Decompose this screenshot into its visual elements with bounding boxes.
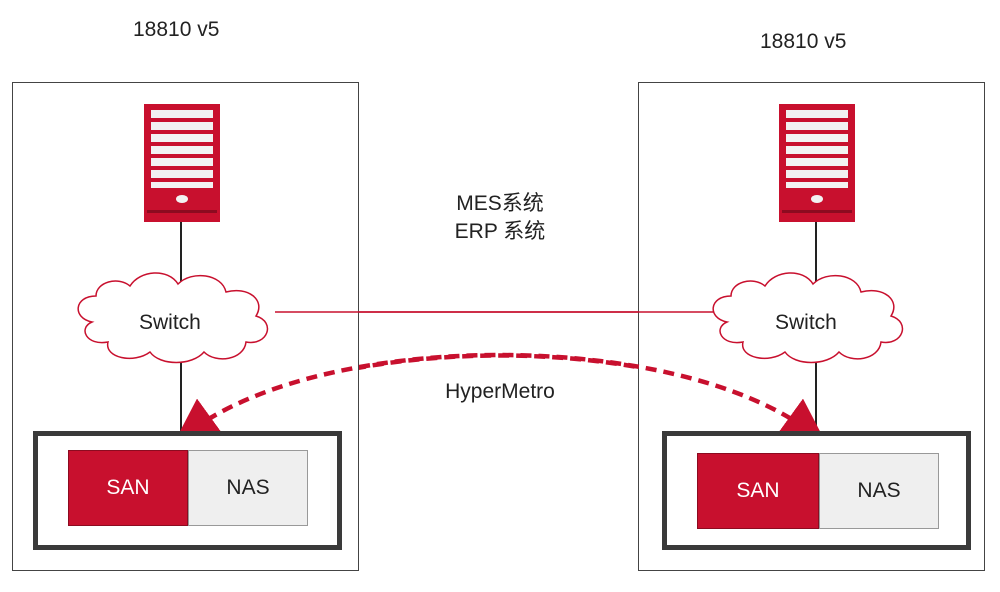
right-switch-label: Switch bbox=[775, 311, 837, 334]
right-storage-array: SAN NAS bbox=[662, 431, 971, 550]
systems-label-block: MES系统 ERP 系统 bbox=[420, 190, 580, 246]
right-san-label: SAN bbox=[736, 479, 780, 502]
left-site-title: 18810 v5 bbox=[133, 18, 220, 41]
system-label-mes: MES系统 bbox=[456, 192, 544, 215]
left-switch-label: Switch bbox=[139, 311, 201, 334]
cloud-icon bbox=[77, 272, 269, 364]
server-icon bbox=[779, 104, 855, 222]
hypermetro-label: HyperMetro bbox=[445, 380, 555, 403]
left-nas-label: NAS bbox=[226, 476, 270, 499]
left-storage-array: SAN NAS bbox=[33, 431, 342, 550]
left-nas-block: NAS bbox=[188, 450, 308, 526]
hypermetro-arc bbox=[173, 352, 827, 444]
cloud-icon bbox=[712, 272, 904, 364]
right-san-block: SAN bbox=[697, 453, 819, 529]
left-san-label: SAN bbox=[106, 476, 150, 499]
right-nas-label: NAS bbox=[857, 479, 901, 502]
server-icon bbox=[144, 104, 220, 222]
left-san-block: SAN bbox=[68, 450, 188, 526]
system-label-erp: ERP 系统 bbox=[454, 220, 546, 243]
right-nas-block: NAS bbox=[819, 453, 939, 529]
right-site-title: 18810 v5 bbox=[760, 30, 847, 53]
